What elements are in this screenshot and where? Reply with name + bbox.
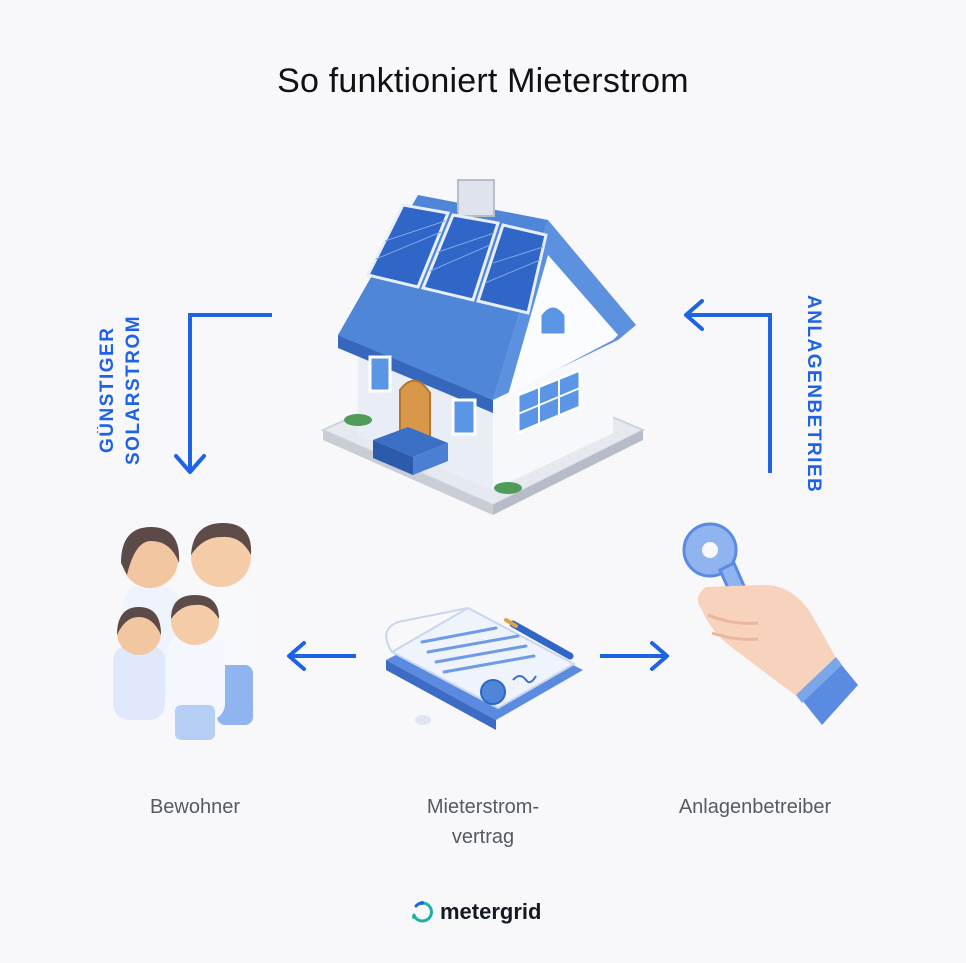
label-anlagenbetrieb: ANLAGENBETRIEB [803, 295, 824, 494]
label-line-2: SOLARSTROM [123, 314, 144, 466]
brand-name: metergrid [440, 899, 542, 924]
caption-mieterstromvertrag: Mieterstrom- vertrag [383, 792, 583, 852]
page-title: So funktioniert Mieterstrom [277, 62, 689, 100]
house-with-solar-panels-icon [320, 179, 646, 515]
metergrid-logo-icon [412, 901, 433, 923]
arrow-contract-to-residents [287, 641, 356, 671]
label-line-1: GÜNSTIGER [97, 326, 118, 454]
label-guenstiger-solarstrom: GÜNSTIGER SOLARSTROM [95, 310, 165, 470]
caption-bewohner: Bewohner [149, 796, 241, 818]
arrow-house-to-residents [174, 313, 272, 474]
contract-document-icon [385, 606, 583, 730]
caption-vertrag-line-2: vertrag [451, 826, 515, 848]
caption-vertrag-line-1: Mieterstrom- [426, 796, 540, 818]
brand-logo: metergrid [410, 897, 560, 927]
arrow-contract-to-operator [600, 641, 669, 671]
caption-anlagenbetreiber: Anlagenbetreiber [678, 796, 832, 818]
hand-holding-key-icon [682, 522, 858, 725]
family-residents-icon [113, 523, 257, 740]
arrow-operator-to-house [684, 299, 772, 473]
